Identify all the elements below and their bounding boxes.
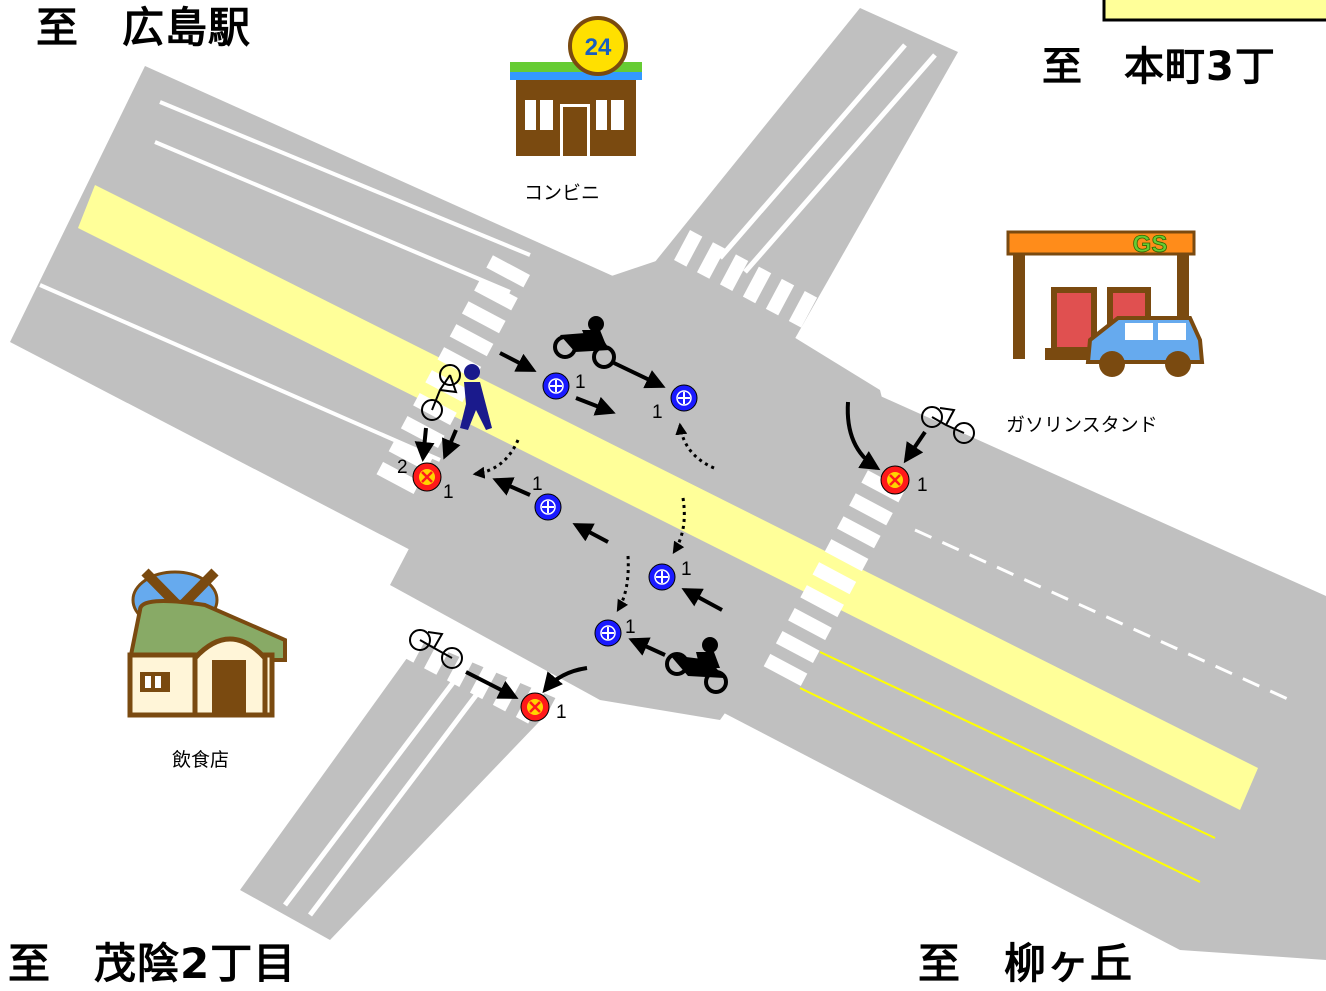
- minor-marker: 1: [648, 559, 692, 591]
- minor-marker: 1: [594, 617, 636, 647]
- movement-arrows: [414, 351, 927, 699]
- destination-moin: 至 茂陰2丁目: [8, 939, 297, 988]
- marker-count: 1: [625, 617, 636, 638]
- roads: [10, 8, 1326, 960]
- motorcycle-icon: [553, 316, 616, 369]
- gas-station-sign: GS: [1133, 231, 1168, 258]
- marker-count: 1: [917, 475, 928, 496]
- bicycle-icon: [421, 364, 461, 421]
- marker-count: 1: [556, 702, 567, 723]
- destination-honmachi: 至 本町3丁: [1042, 44, 1276, 90]
- minor-marker: 1: [542, 372, 586, 400]
- destination-hiroshima-station: 至 広島駅: [36, 3, 252, 52]
- minor-marker: 1: [532, 474, 562, 521]
- marker-count: 1: [681, 559, 692, 580]
- major-marker: 2 1: [397, 457, 454, 503]
- motorcycle-icon: [665, 637, 728, 694]
- marker-count: 2: [397, 457, 408, 478]
- marker-count: 1: [575, 372, 586, 393]
- minor-marker: 1: [652, 384, 698, 423]
- restaurant-label: 飲食店: [172, 749, 230, 771]
- restaurant-icon: [127, 568, 287, 718]
- marker-count: 1: [443, 482, 454, 503]
- destination-yanagaoka: 至 柳ヶ丘: [918, 939, 1134, 988]
- movement-arrows-dotted: [472, 422, 715, 613]
- convenience-badge: 24: [585, 34, 612, 61]
- major-marker: 1: [520, 692, 567, 723]
- convenience-store-label: コンビニ: [524, 182, 601, 204]
- marker-count: 1: [652, 402, 663, 423]
- center-median: [78, 185, 1258, 810]
- legend-box: [1102, 0, 1326, 22]
- convenience-store-icon: 24: [510, 16, 642, 156]
- bicycle-icon: [921, 406, 975, 444]
- bicycle-icon: [409, 629, 463, 669]
- marker-count: 1: [532, 474, 543, 495]
- major-marker: 1: [880, 465, 928, 496]
- pedestrian-icon: [460, 364, 492, 430]
- lower-left-road: [240, 640, 560, 940]
- gas-station-label: ガソリンスタンド: [1006, 414, 1158, 436]
- car-icon: [1085, 316, 1205, 377]
